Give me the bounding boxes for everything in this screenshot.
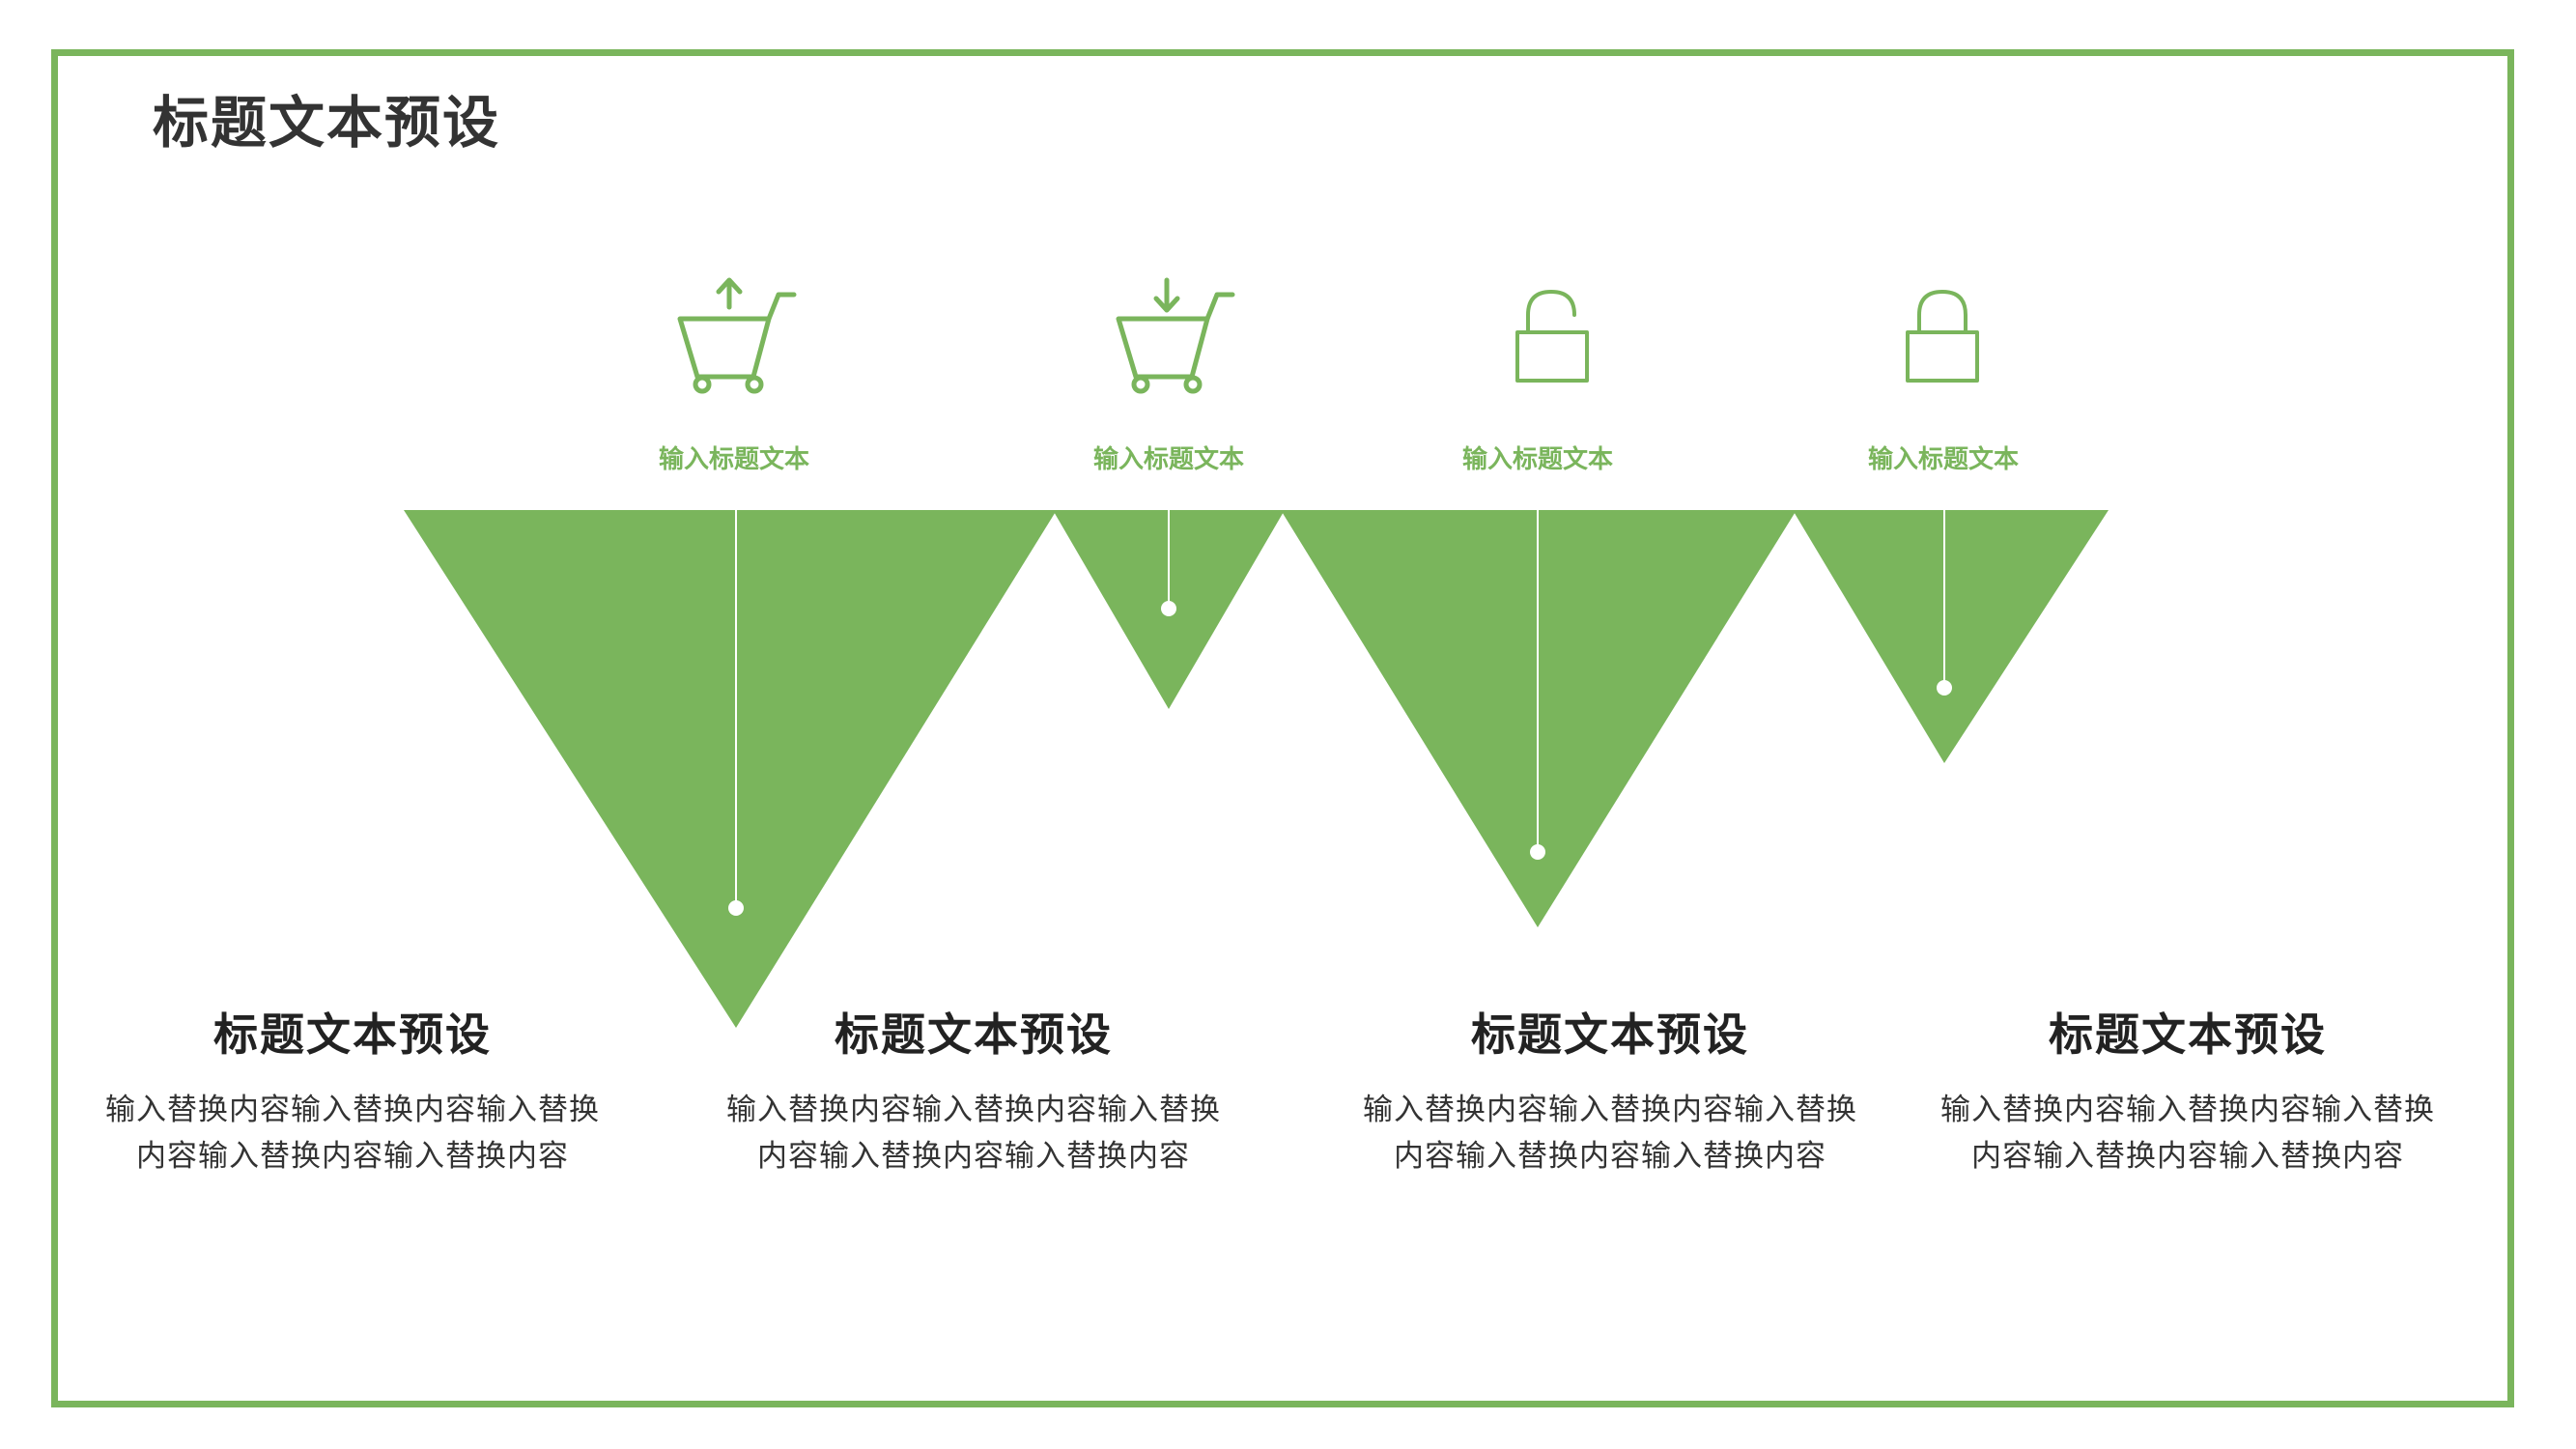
connector-dot-3: [1530, 844, 1545, 860]
info-card-1: 标题文本预设 输入替换内容输入替换内容输入替换内容输入替换内容输入替换内容: [101, 1000, 604, 1179]
icon-label-1: 输入标题文本: [658, 445, 810, 474]
card-title: 标题文本预设: [213, 1009, 492, 1061]
unlock-icon: [1515, 290, 1589, 383]
cart-upload-icon: [677, 277, 797, 394]
slide-frame: [51, 49, 2514, 1407]
card-body: 输入替换内容输入替换内容输入替换内容输入替换内容输入替换内容: [1363, 1093, 1857, 1174]
card-body: 输入替换内容输入替换内容输入替换内容输入替换内容输入替换内容: [1940, 1093, 2435, 1174]
icon-label-3: 输入标题文本: [1461, 445, 1614, 474]
info-card-4: 标题文本预设 输入替换内容输入替换内容输入替换内容输入替换内容输入替换内容: [1937, 1000, 2439, 1179]
card-body: 输入替换内容输入替换内容输入替换内容输入替换内容输入替换内容: [105, 1093, 600, 1174]
connector-dot-2: [1161, 601, 1176, 616]
card-body: 输入替换内容输入替换内容输入替换内容输入替换内容输入替换内容: [726, 1093, 1221, 1174]
card-title: 标题文本预设: [835, 1009, 1113, 1061]
card-title: 标题文本预设: [2049, 1009, 2327, 1061]
cart-download-icon: [1116, 277, 1235, 394]
connector-dot-4: [1937, 680, 1952, 696]
icon-label-4: 输入标题文本: [1867, 445, 2020, 474]
icon-label-2: 输入标题文本: [1092, 445, 1245, 474]
lock-icon: [1906, 290, 1979, 383]
page-title: 标题文本预设: [153, 90, 501, 156]
triangle-4: [1793, 510, 2109, 763]
card-title: 标题文本预设: [1471, 1009, 1749, 1061]
connector-dot-1: [728, 900, 744, 916]
triangle-1: [404, 510, 1057, 1028]
info-card-3: 标题文本预设 输入替换内容输入替换内容输入替换内容输入替换内容输入替换内容: [1359, 1000, 1861, 1179]
info-card-2: 标题文本预设 输入替换内容输入替换内容输入替换内容输入替换内容输入替换内容: [722, 1000, 1225, 1179]
